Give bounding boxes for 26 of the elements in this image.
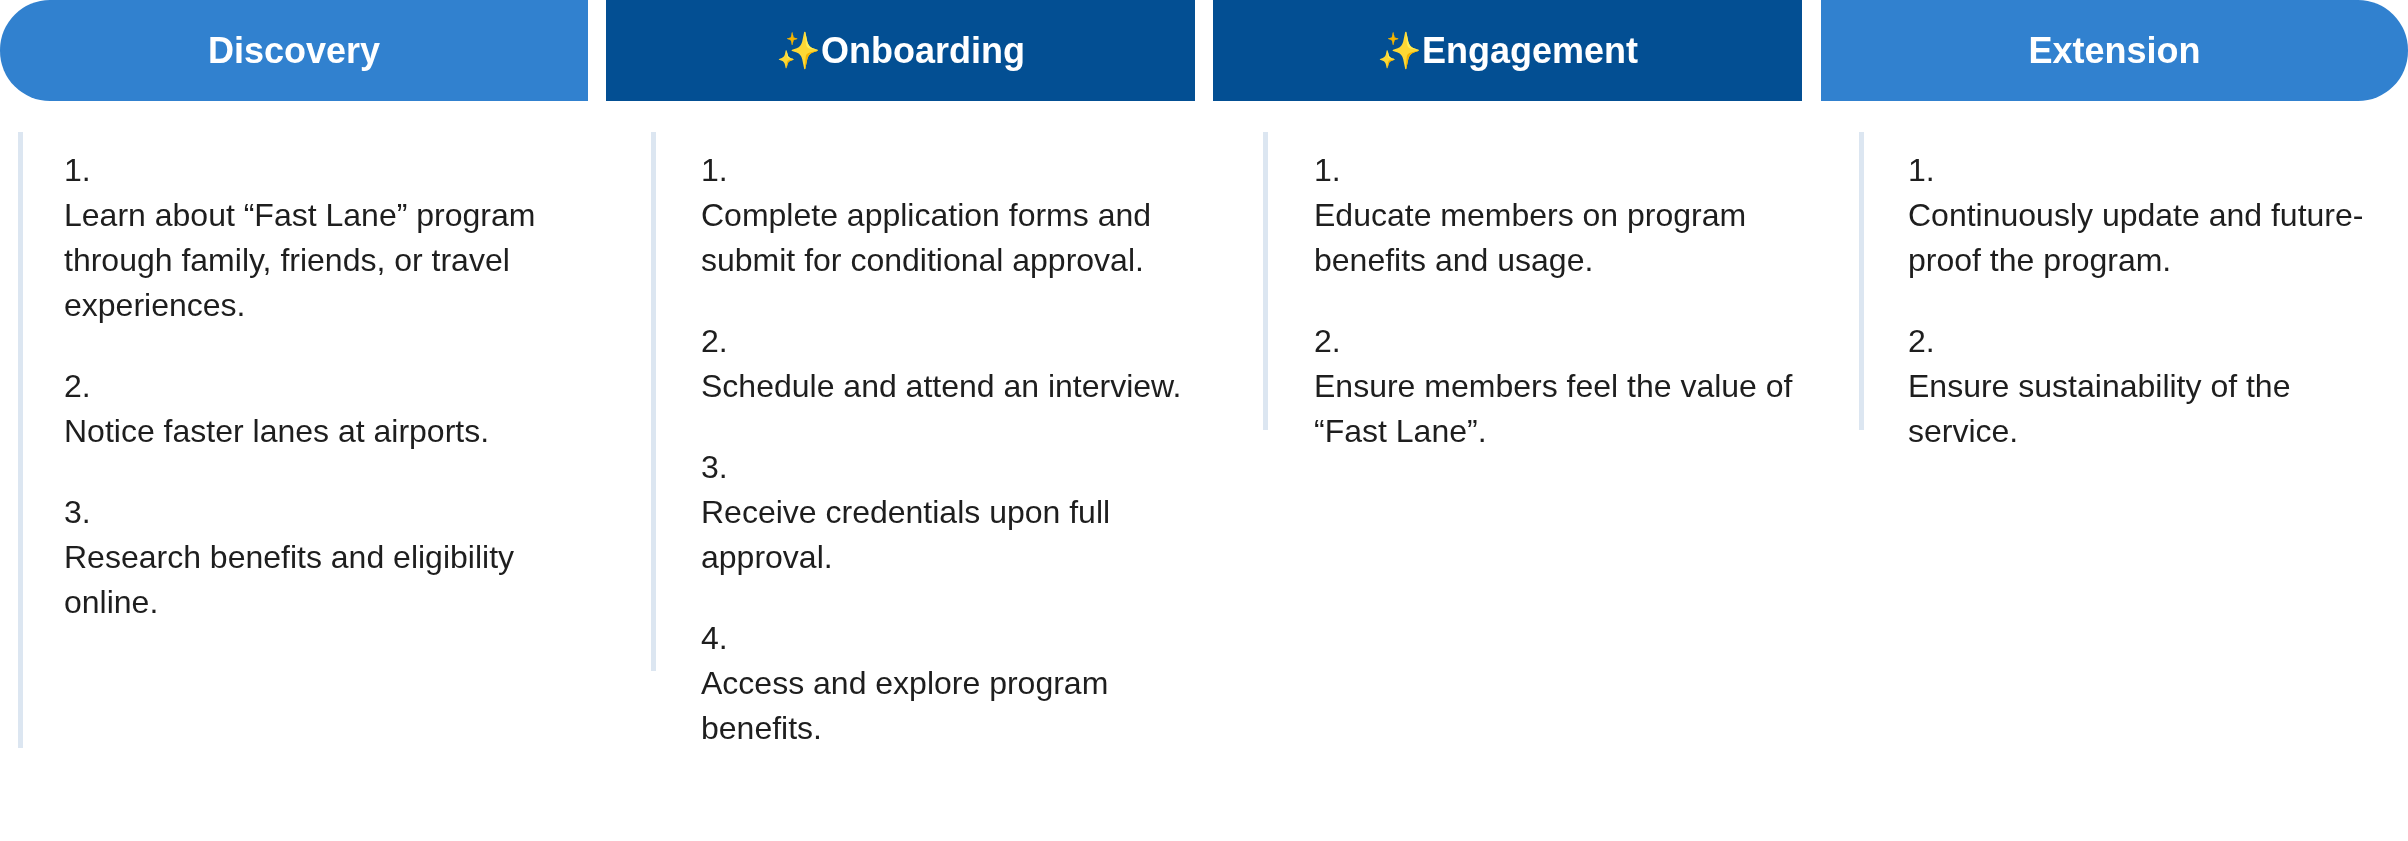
step-text: Educate members on program benefits and usage. [1314, 196, 1748, 280]
step-text: Notice faster lanes at airports. [64, 412, 491, 451]
step-number: 1. [1314, 151, 1342, 190]
step-text: Learn about “Fast Lane” program through family, friends, or travel experiences. [64, 196, 537, 325]
step-text: Research benefits and eligibility online. [64, 538, 516, 622]
step-number: 2. [1908, 322, 1936, 361]
stage-header: Extension [1821, 0, 2408, 101]
step-text: Access and explore program benefits. [701, 664, 1110, 748]
step-text: Continuously update and future-proof the program. [1908, 196, 2365, 280]
step-text: Receive credentials upon full approval. [701, 493, 1112, 577]
step-number: 1. [1908, 151, 1936, 190]
stage-header: ✨Onboarding [606, 0, 1195, 101]
step-number: 2. [701, 322, 729, 361]
step-text: Ensure members feel the value of “Fast Lane”. [1314, 367, 1794, 451]
step-number: 1. [701, 151, 729, 190]
stage-header: ✨Engagement [1213, 0, 1802, 101]
step-text: Ensure sustainability of the service. [1908, 367, 2292, 451]
step-text: Schedule and attend an interview. [701, 367, 1183, 406]
step-number: 2. [64, 367, 92, 406]
step-number: 3. [64, 493, 92, 532]
step-number: 4. [701, 619, 729, 658]
step-text: Complete application forms and submit for conditional approval. [701, 196, 1152, 280]
stage-header: Discovery [0, 0, 588, 101]
step-number: 3. [701, 448, 729, 487]
step-number: 2. [1314, 322, 1342, 361]
step-number: 1. [64, 151, 92, 190]
